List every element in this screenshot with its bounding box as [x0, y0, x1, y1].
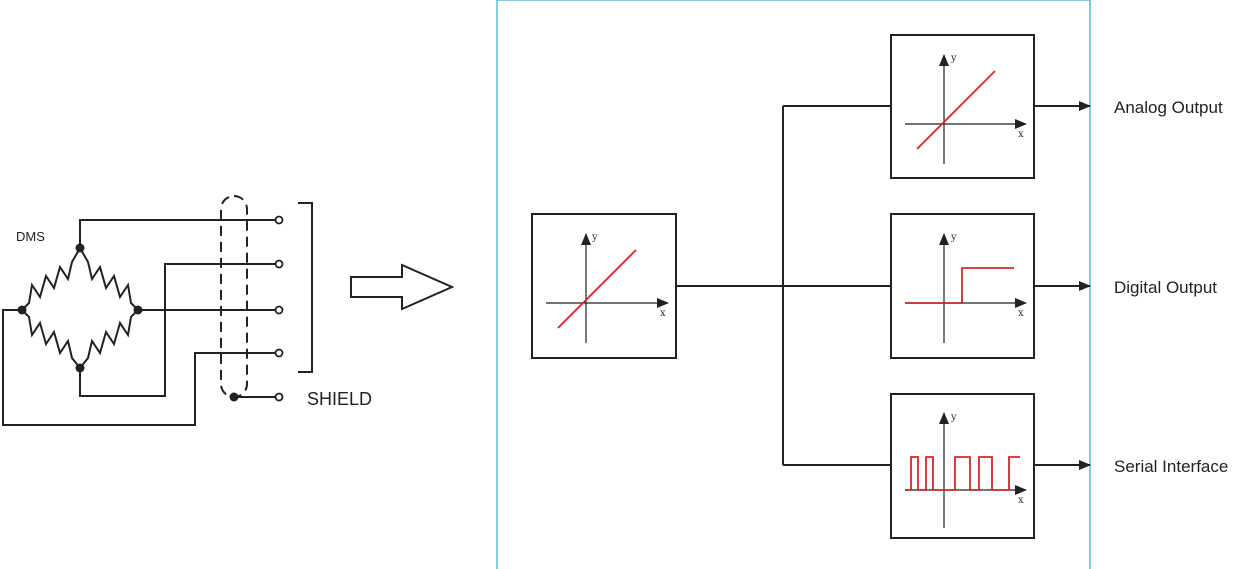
serial-block: x y: [890, 393, 1035, 539]
resistor-top-left: [21, 247, 81, 311]
analog-output-label: Analog Output: [1114, 98, 1223, 117]
terminal-3: [274, 305, 284, 315]
dms-label: DMS: [16, 229, 45, 244]
strain-gauge-bridge: [2, 195, 313, 426]
resistor-top-right: [79, 247, 139, 311]
terminal-1: [274, 215, 284, 225]
wire-top: [79, 219, 276, 248]
input-signal-block: x y: [531, 213, 677, 359]
shield-label: SHIELD: [307, 389, 372, 409]
linear-signal-curve: [557, 249, 637, 329]
digital-output-label: Digital Output: [1114, 278, 1217, 297]
analog-signal-curve: [916, 70, 996, 150]
connection-lines: [676, 101, 1091, 470]
y-axis-label: y: [950, 412, 957, 423]
bridge-node-bottom: [75, 363, 85, 373]
x-axis-label: x: [1018, 308, 1024, 319]
bridge-nodes: [17, 243, 239, 402]
wire-lower-return: [2, 309, 276, 426]
bridge-node-left: [17, 305, 27, 315]
resistor-bottom-left: [21, 309, 81, 369]
terminal-bracket: [298, 202, 313, 373]
resistor-bottom-right: [79, 309, 139, 369]
x-axis-label: x: [1018, 129, 1024, 140]
terminals: [274, 215, 284, 402]
bridge-node-top: [75, 243, 85, 253]
terminal-4: [274, 348, 284, 358]
digital-step-curve: [905, 267, 1014, 304]
x-axis-label: x: [1018, 495, 1024, 506]
y-axis-label: y: [950, 232, 957, 243]
wire-upper-return: [79, 263, 276, 397]
bridge-node-right: [133, 305, 143, 315]
analog-block: x y: [890, 34, 1035, 179]
x-axis-label: x: [660, 308, 666, 319]
y-axis-label: y: [950, 53, 957, 64]
serial-interface-label: Serial Interface: [1114, 457, 1228, 476]
y-axis-label: y: [591, 232, 598, 243]
terminal-shield: [274, 392, 284, 402]
hollow-arrow: [350, 263, 455, 311]
shield-enclosure: [220, 195, 248, 398]
shield-node: [229, 392, 239, 402]
serial-pulse-curve: [905, 456, 1020, 491]
digital-block: x y: [890, 213, 1035, 359]
terminal-2: [274, 259, 284, 269]
